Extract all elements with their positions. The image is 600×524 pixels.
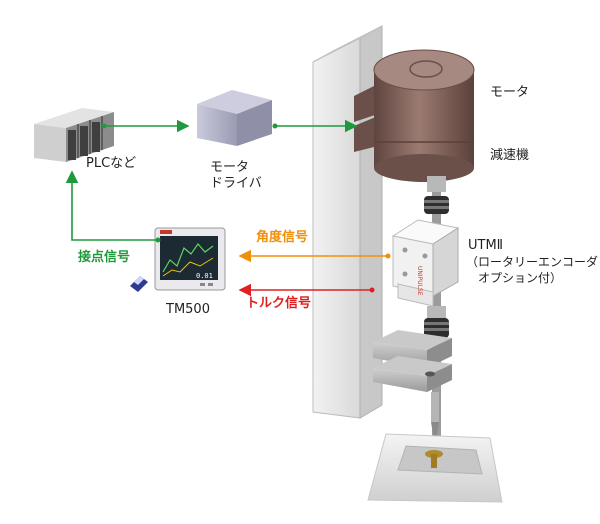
plc-to-driver-line xyxy=(101,119,190,133)
contact-signal-line xyxy=(65,170,161,243)
screwdriver-bit xyxy=(431,392,439,446)
contact-signal-label: 接点信号 xyxy=(78,250,131,265)
motor-driver-label: モータ ドライバ xyxy=(210,160,262,191)
utm-title-label: UTMⅡ xyxy=(468,238,504,253)
coupling xyxy=(424,176,449,436)
sensor-brand-label: UNIPULSE xyxy=(416,266,423,296)
plc-device xyxy=(34,108,114,162)
plc-label: PLCなど xyxy=(86,156,137,171)
angle-signal-label: 角度信号 xyxy=(256,230,309,245)
machine-pillar xyxy=(312,25,383,419)
utm-torque-sensor: UNIPULSE xyxy=(391,219,460,307)
clamp-plates xyxy=(373,330,452,392)
torque-signal-label: トルク信号 xyxy=(246,296,312,311)
torque-signal-line xyxy=(238,283,375,297)
screw-workpiece xyxy=(367,433,503,503)
motor-driver-box xyxy=(197,90,272,146)
angle-signal-line xyxy=(238,249,391,263)
driver-to-motor-line xyxy=(272,119,358,133)
motor xyxy=(354,49,475,182)
screen-value: 0.01 xyxy=(196,272,213,280)
sd-card-icon xyxy=(130,276,148,292)
motor-label: モータ xyxy=(490,85,530,100)
utm-note-label: （ロータリーエンコーダ オプション付） xyxy=(466,255,599,285)
tm500-label: TM500 xyxy=(166,302,210,317)
tm500-indicator: 0.01 xyxy=(154,227,226,291)
reducer-label: 減速機 xyxy=(490,148,530,163)
